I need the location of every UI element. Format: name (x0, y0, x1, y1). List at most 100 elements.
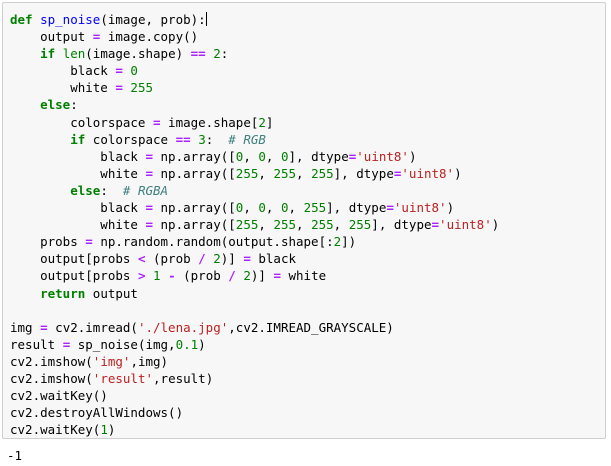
code-token: , (265, 200, 281, 216)
code-token: 1 (153, 268, 161, 284)
code-token: # RGBA (122, 182, 169, 198)
code-token: = (145, 165, 153, 181)
code-token: 0 (258, 148, 266, 164)
code-token: 0 (235, 200, 244, 216)
code-token: > (137, 268, 146, 284)
code-token (33, 12, 41, 27)
code-token: ], dtype (288, 148, 349, 164)
code-token: black (10, 63, 116, 79)
code-token: - (168, 268, 176, 284)
code-line: white = np.array([255, 255, 255, 255], d… (10, 216, 499, 233)
code-token: 2 (333, 234, 342, 250)
code-token: 'result' (92, 370, 154, 386)
code-token: 255 (303, 200, 327, 216)
code-line: colorspace = image.shape[2] (10, 114, 499, 131)
code-line: white = np.array([255, 255, 255], dtype=… (10, 165, 499, 182)
code-token: ) (491, 217, 500, 233)
code-token: : (100, 182, 123, 198)
code-line: white = 255 (10, 79, 499, 96)
code-token: image.shape[ (160, 114, 259, 130)
code-line: output = image.copy() (10, 28, 499, 45)
code-token: = (153, 114, 161, 130)
code-token: = (431, 217, 440, 233)
code-token: else (70, 182, 101, 198)
code-token: == (175, 131, 191, 147)
code-token: 1 (100, 422, 108, 438)
code-token: , (288, 200, 304, 216)
code-token: = (115, 63, 123, 79)
code-token: , (243, 148, 259, 164)
code-token: = (348, 148, 357, 164)
code-token: cv2.imshow( (10, 370, 93, 386)
code-line: def sp_noise(image, prob): (10, 11, 499, 28)
code-line: cv2.imshow('result',result) (10, 370, 499, 387)
code-token (10, 132, 70, 147)
code-token (145, 268, 153, 283)
code-token: white (10, 217, 146, 233)
code-editor[interactable]: def sp_noise(image, prob): output = imag… (10, 11, 499, 438)
code-token: ], dtype (371, 217, 432, 233)
code-token: 0 (235, 148, 244, 164)
code-token: result (10, 336, 63, 352)
code-token: 255 (130, 80, 153, 96)
code-token: colorspace (85, 131, 176, 147)
code-token: , (296, 165, 312, 181)
code-token: ) (446, 200, 455, 216)
code-token: (prob (145, 251, 199, 267)
code-token: cv2.waitKey() (10, 388, 108, 404)
code-token: ,img) (130, 353, 169, 369)
code-line: black = np.array([0, 0, 0], dtype='uint8… (10, 148, 499, 165)
code-token: 0 (258, 200, 266, 216)
code-token: output (85, 285, 138, 301)
code-line: cv2.waitKey() (10, 387, 499, 404)
code-token: 'uint8' (356, 148, 409, 164)
code-token: , (258, 165, 274, 181)
code-token: 3 (198, 131, 206, 147)
code-token: def (10, 12, 33, 27)
code-token: cv2.imshow( (10, 353, 93, 369)
code-token: 255 (235, 165, 259, 181)
code-token: = (386, 200, 394, 216)
code-token: = (92, 29, 101, 45)
code-token: , (333, 217, 349, 233)
code-token: ]) (341, 234, 357, 250)
code-token: ) (198, 336, 206, 352)
code-token: )] (250, 268, 274, 284)
code-token: output (10, 29, 93, 45)
code-token (10, 97, 40, 112)
code-token: = (145, 148, 153, 164)
code-line: output[probs < (prob / 2)] = black (10, 250, 499, 267)
code-token: 255 (348, 217, 372, 233)
code-token: = (393, 165, 402, 181)
code-line: cv2.waitKey(1) (10, 421, 499, 438)
code-line: return output (10, 285, 499, 302)
code-token: # RGB (228, 131, 266, 147)
code-token: output[probs (10, 268, 138, 284)
code-line: black = np.array([0, 0, 0, 255], dtype='… (10, 199, 499, 216)
code-token: np.array([ (153, 165, 236, 181)
code-cell[interactable]: def sp_noise(image, prob): output = imag… (2, 2, 606, 439)
code-token: if (70, 131, 86, 147)
code-line: cv2.destroyAllWindows() (10, 404, 499, 421)
code-token (55, 46, 63, 61)
code-line: img = cv2.imread('./lena.jpg',cv2.IMREAD… (10, 319, 499, 336)
code-line: else: (10, 96, 499, 113)
code-token: = (243, 251, 251, 267)
code-token: white (280, 268, 327, 284)
code-token (161, 268, 169, 283)
code-token: = (62, 336, 71, 352)
code-line: probs = np.random.random(output.shape[:2… (10, 233, 499, 250)
code-token: black (10, 148, 146, 164)
code-line: else: # RGBA (10, 182, 499, 199)
code-token: : (70, 97, 78, 113)
text-cursor (205, 12, 207, 26)
code-token: = (273, 268, 281, 284)
code-line: if len(image.shape) == 2: (10, 45, 499, 62)
code-token: ) (408, 148, 417, 164)
code-token: 255 (311, 217, 334, 233)
code-line: black = 0 (10, 62, 499, 79)
code-line: result = sp_noise(img,0.1) (10, 336, 499, 353)
code-token: else (40, 97, 71, 113)
code-token: = (145, 200, 153, 216)
code-token: 2 (243, 268, 251, 284)
